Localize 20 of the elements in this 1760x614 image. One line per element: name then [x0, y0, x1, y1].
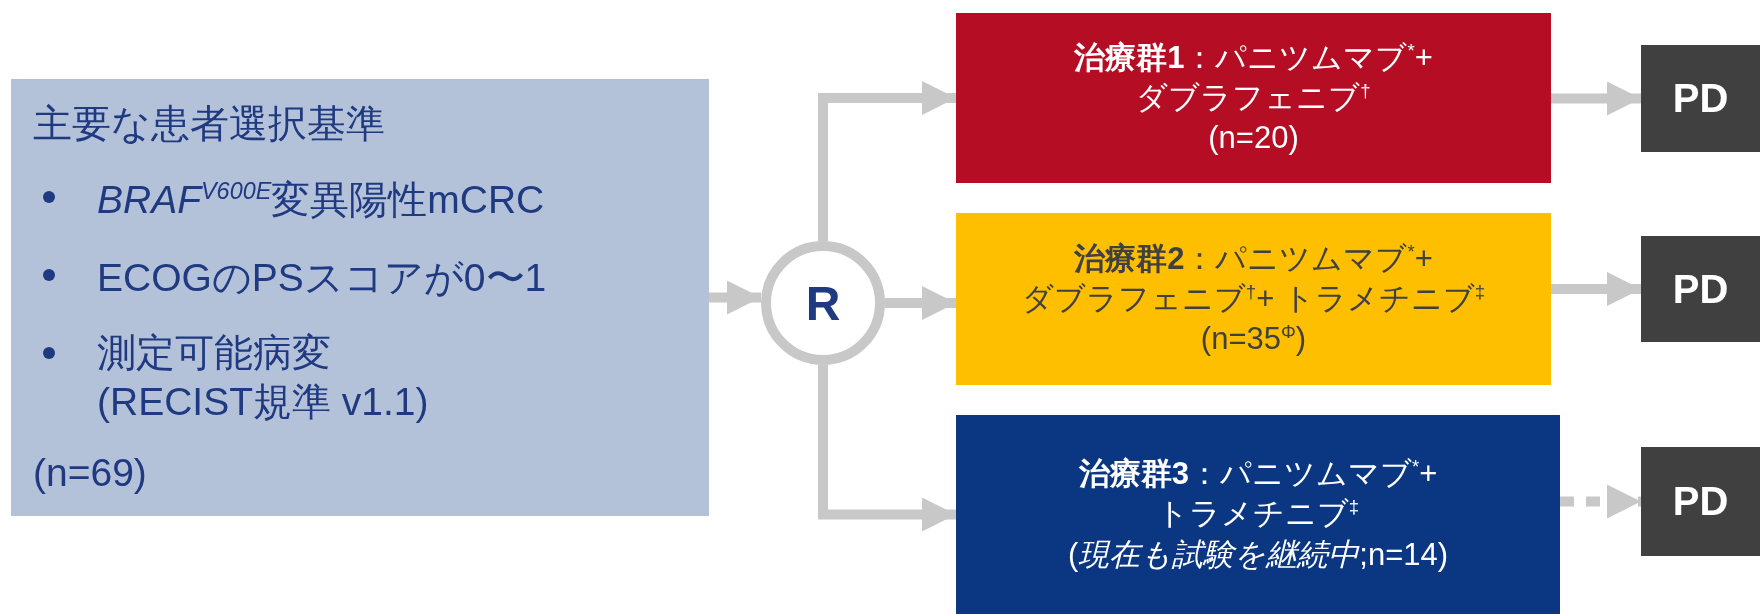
outcome-box: PD [1641, 447, 1760, 556]
criteria-box [11, 79, 709, 516]
box-heading: 主要な患者選択基準 [33, 101, 386, 147]
arrow [885, 286, 956, 320]
arrow [818, 81, 956, 241]
treatment-arm-box: 治療群3：パニツムマブ$^{*}$+ トラメチニブ$^{‡}$ (現在も試験を継続中;n=14) [956, 415, 1560, 614]
treatment-arm-box: 治療群1：パニツムマブ$^{*}$+ ダブラフェニブ$^{†}$ (n=20) [956, 13, 1551, 183]
arrow [1551, 272, 1641, 306]
arrow [1551, 81, 1641, 116]
treatment-arm-box: 治療群2：パニツムマブ$^{*}$+ ダブラフェニブ$^{†}$+ トラメチニブ$^{‡}$ (n=35$^{Φ}$) [956, 213, 1551, 385]
sample-size: (n=69) [33, 450, 148, 495]
outcome-box: PD [1641, 236, 1760, 342]
outcome-box: PD [1641, 45, 1760, 152]
arrow [818, 365, 956, 532]
criterion-text: BRAF$^{V600E}$変異陽性mCRC [97, 178, 545, 221]
arrow [1560, 484, 1641, 519]
randomization-circle: R [761, 241, 885, 365]
criterion-text: ECOGのPSスコアが0〜1 [97, 256, 547, 299]
arrow [709, 280, 761, 315]
criterion-text: 測定可能病変 (RECIST規準 v1.1) [97, 330, 430, 425]
